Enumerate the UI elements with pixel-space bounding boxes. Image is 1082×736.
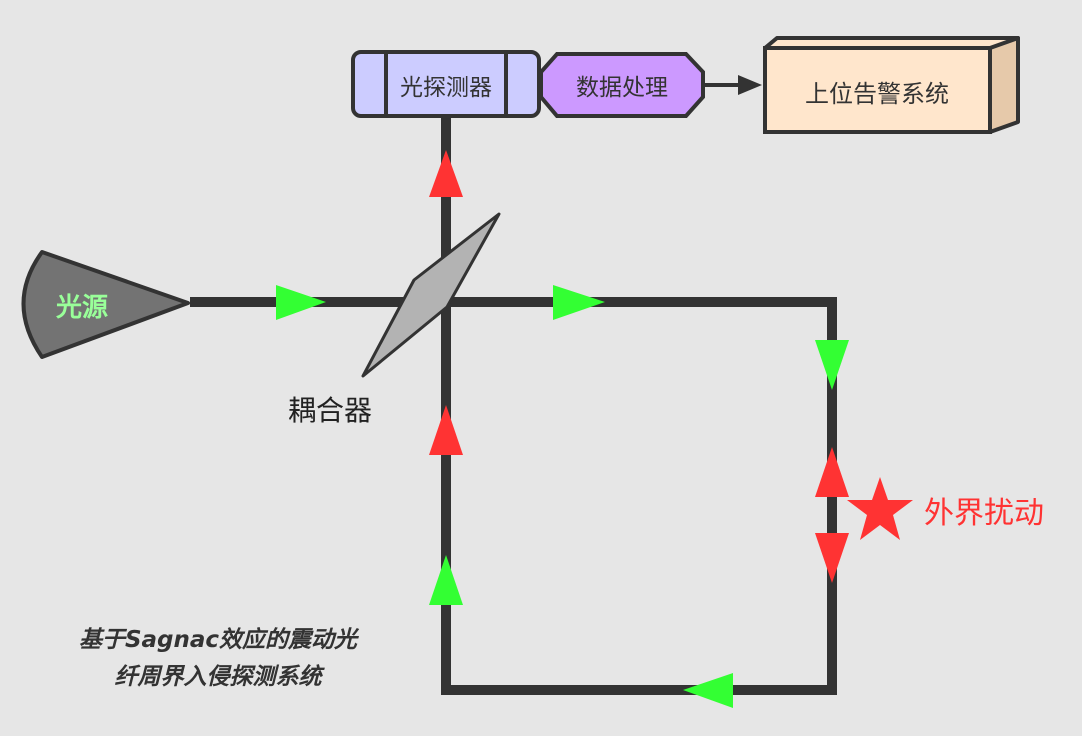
light-source: 光源	[21, 250, 190, 359]
green-arrow-right-icon	[553, 285, 605, 320]
green-arrow-down-icon	[815, 340, 849, 390]
red-arrow-down-icon	[815, 533, 849, 583]
arrow-head-icon	[738, 75, 762, 95]
alarm-system: 上位告警系统	[763, 36, 1020, 134]
processing-label: 数据处理	[576, 75, 668, 101]
alarm-label: 上位告警系统	[805, 80, 949, 108]
photodetector: 光探测器	[351, 50, 541, 118]
detector-label: 光探测器	[400, 75, 492, 101]
red-arrow-up-icon	[429, 150, 463, 197]
data-processing: 数据处理	[539, 52, 705, 118]
star-icon	[847, 477, 913, 540]
red-arrow-up-icon	[815, 447, 849, 497]
green-arrow-up-icon	[429, 555, 463, 605]
disturbance-label: 外界扰动	[924, 496, 1044, 531]
caption-line-1: 基于Sagnac效应的震动光	[79, 626, 360, 653]
coupler	[361, 212, 501, 378]
red-arrow-up-icon	[429, 405, 463, 455]
caption-line-2: 纤周界入侵探测系统	[115, 664, 326, 690]
green-arrow-right-icon	[276, 285, 326, 320]
source-label: 光源	[55, 293, 108, 323]
coupler-label: 耦合器	[288, 394, 372, 427]
green-arrow-left-icon	[683, 673, 733, 708]
